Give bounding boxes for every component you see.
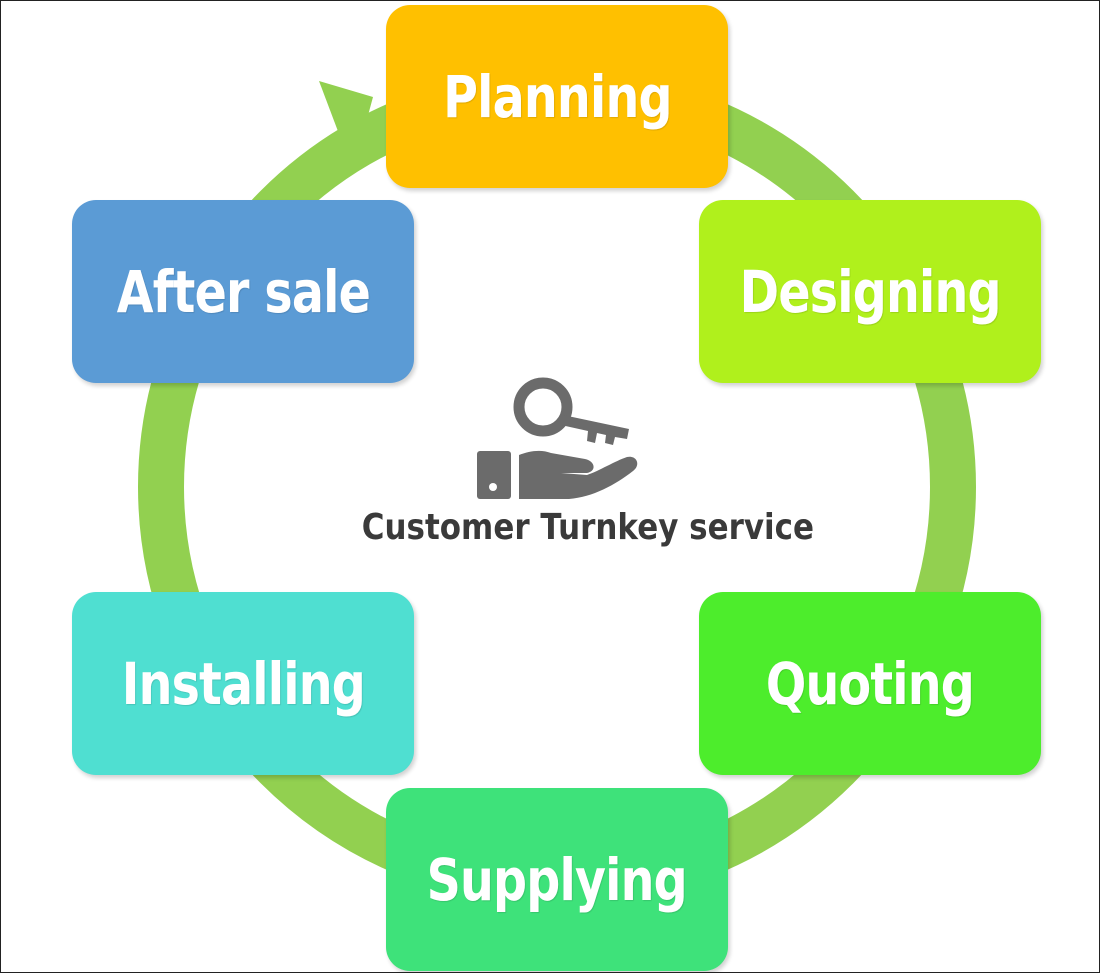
stage-installing: Installing	[72, 592, 414, 775]
stage-installing-label: Installing	[121, 649, 365, 718]
stage-planning: Planning	[386, 5, 728, 188]
stage-designing: Designing	[699, 200, 1041, 383]
stage-planning-label: Planning	[442, 62, 672, 131]
stage-aftersale-label: After sale	[116, 257, 370, 326]
stage-quoting-label: Quoting	[765, 649, 975, 718]
stage-supplying-label: Supplying	[426, 845, 688, 914]
cycle-arrow-head	[319, 81, 373, 171]
stage-aftersale: After sale	[72, 200, 414, 383]
stage-designing-label: Designing	[739, 257, 1001, 326]
stage-quoting: Quoting	[699, 592, 1041, 775]
stage-supplying: Supplying	[386, 788, 728, 971]
key-in-hand-icon	[477, 377, 638, 499]
center-title: Customer Turnkey service	[361, 507, 814, 548]
